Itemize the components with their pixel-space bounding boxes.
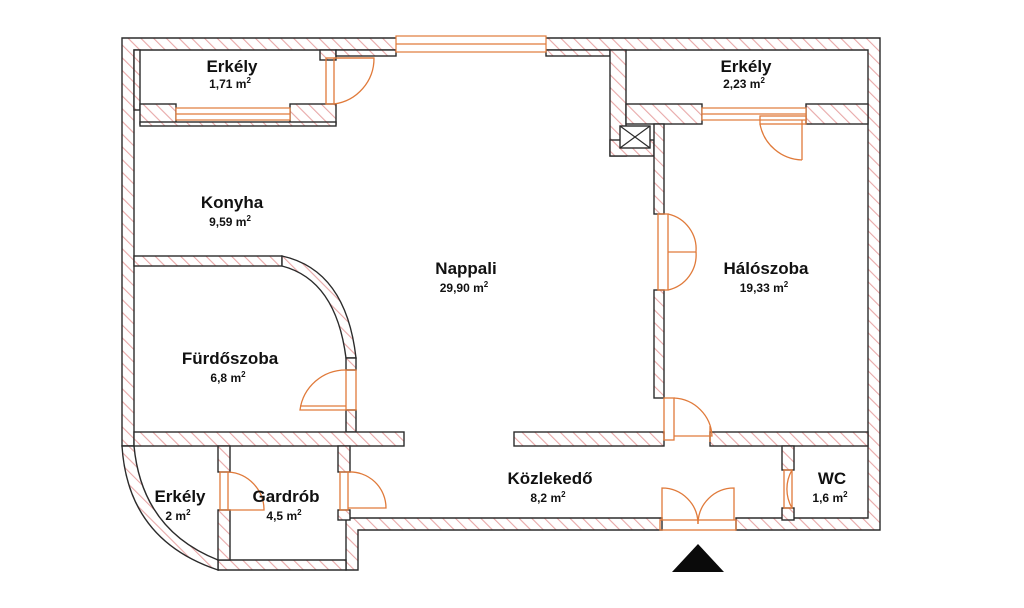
room-label-nappali: Nappali 29,90 m2 <box>435 259 496 295</box>
svg-text:8,2 m2: 8,2 m2 <box>530 490 566 505</box>
room-label-wc: WC 1,6 m2 <box>812 469 848 505</box>
svg-text:6,8 m2: 6,8 m2 <box>210 370 246 385</box>
room-label-furdoszoba: Fürdőszoba 6,8 m2 <box>182 349 279 385</box>
room-label-konyha: Konyha 9,59 m2 <box>201 193 264 229</box>
svg-text:Hálószoba: Hálószoba <box>723 259 809 278</box>
svg-text:Konyha: Konyha <box>201 193 264 212</box>
svg-text:Fürdőszoba: Fürdőszoba <box>182 349 279 368</box>
room-label-erkely-top-right: Erkély 2,23 m2 <box>720 57 772 91</box>
svg-text:Közlekedő: Közlekedő <box>507 469 592 488</box>
room-label-gardrob: Gardrób 4,5 m2 <box>252 487 319 523</box>
windows <box>175 35 807 121</box>
room-label-kozlekedo: Közlekedő 8,2 m2 <box>507 469 592 505</box>
svg-text:WC: WC <box>818 469 846 488</box>
svg-text:2 m2: 2 m2 <box>165 508 191 523</box>
svg-text:1,6 m2: 1,6 m2 <box>812 490 848 505</box>
svg-text:9,59 m2: 9,59 m2 <box>209 214 251 229</box>
room-label-haloszoba: Hálószoba 19,33 m2 <box>723 259 809 295</box>
svg-text:4,5 m2: 4,5 m2 <box>266 508 302 523</box>
svg-text:Erkély: Erkély <box>206 57 258 76</box>
ventilation-shaft-icon <box>619 125 651 149</box>
svg-text:Nappali: Nappali <box>435 259 496 278</box>
svg-text:Gardrób: Gardrób <box>252 487 319 506</box>
room-label-erkely-top-left: Erkély 1,71 m2 <box>206 57 258 91</box>
svg-text:29,90 m2: 29,90 m2 <box>440 280 489 295</box>
entrance-arrow-icon <box>672 544 724 572</box>
svg-text:Erkély: Erkély <box>720 57 772 76</box>
svg-text:2,23 m2: 2,23 m2 <box>723 76 765 91</box>
doors <box>219 57 807 531</box>
svg-text:1,71 m2: 1,71 m2 <box>209 76 251 91</box>
svg-text:Erkély: Erkély <box>154 487 206 506</box>
svg-text:19,33 m2: 19,33 m2 <box>740 280 789 295</box>
interior-walls <box>133 123 869 561</box>
room-label-erkely-bottom: Erkély 2 m2 <box>154 487 206 523</box>
